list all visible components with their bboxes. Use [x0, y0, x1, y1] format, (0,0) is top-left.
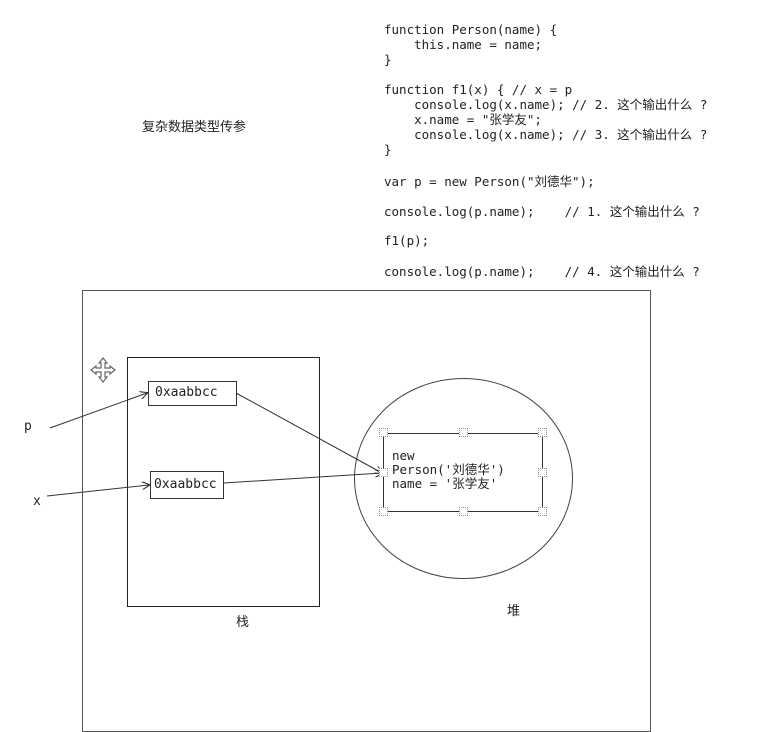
arrows: [46, 357, 762, 497]
stack-cell-x: 0xaabbcc: [150, 471, 224, 499]
arrow-p-to-heap: [235, 392, 382, 473]
move-icon: [90, 357, 116, 383]
resize-handle[interactable]: [379, 428, 388, 437]
resize-handle[interactable]: [459, 507, 468, 516]
resize-handle[interactable]: [538, 468, 547, 477]
code-line: function Person(name) {: [384, 22, 558, 37]
resize-handle[interactable]: [379, 507, 388, 516]
heap-object[interactable]: new Person('刘德华') name = '张学友': [383, 433, 543, 512]
stack-label: 栈: [236, 615, 250, 630]
code-log-4: console.log(p.name); // 4. 这个输出什么 ?: [384, 264, 700, 279]
code-line: }: [384, 142, 392, 157]
resize-handle[interactable]: [538, 507, 547, 516]
code-line: function f1(x) { // x = p: [384, 82, 573, 97]
object-line: new: [392, 448, 415, 463]
object-line: name = '张学友': [392, 476, 498, 491]
heap-area: [354, 378, 573, 579]
code-f1: function f1(x) { // x = p console.log(x.…: [384, 82, 707, 157]
code-line: x.name = "张学友";: [384, 112, 542, 127]
heap-label: 堆: [507, 604, 521, 619]
resize-handle[interactable]: [379, 468, 388, 477]
slide-title: 复杂数据类型传参: [142, 120, 247, 135]
code-line: }: [384, 52, 392, 67]
resize-handle[interactable]: [459, 428, 468, 437]
code-var-p: var p = new Person("刘德华");: [384, 174, 595, 189]
var-x-label: x: [33, 494, 41, 509]
code-line: console.log(x.name); // 3. 这个输出什么 ?: [384, 127, 708, 142]
arrow-x: [46, 485, 149, 497]
code-call-f1: f1(p);: [384, 233, 430, 248]
arrow-p: [49, 393, 147, 429]
code-log-1: console.log(p.name); // 1. 这个输出什么 ?: [384, 204, 700, 219]
code-line: console.log(x.name); // 2. 这个输出什么 ?: [384, 97, 708, 112]
code-line: this.name = name;: [384, 37, 543, 52]
object-line: Person('刘德华'): [392, 462, 505, 477]
var-p-label: p: [24, 419, 32, 434]
code-person: function Person(name) { this.name = name…: [384, 22, 557, 67]
stack-area: [127, 357, 320, 607]
resize-handle[interactable]: [538, 428, 547, 437]
stack-cell-p: 0xaabbcc: [148, 381, 237, 406]
arrow-x-to-heap: [223, 473, 382, 484]
